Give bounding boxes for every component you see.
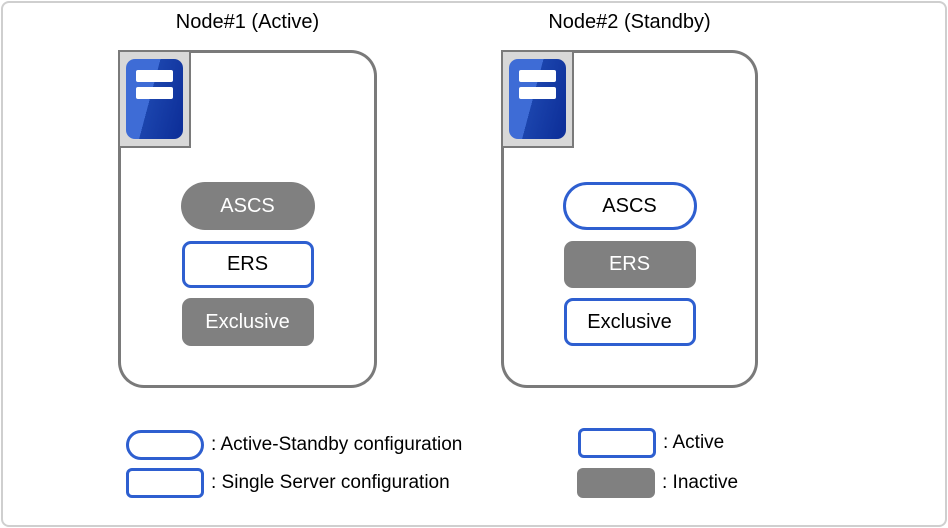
node2-service-exclusive: Exclusive [563, 298, 696, 346]
node2-box: ASCS ERS Exclusive [501, 50, 758, 388]
node2-service-ascs: ASCS [562, 182, 697, 230]
legend-item-active-standby: : Active-Standby configuration [126, 430, 462, 460]
server-slot-icon [519, 87, 556, 99]
server-icon [126, 59, 183, 139]
server-icon [509, 59, 566, 139]
legend-label: : Single Server configuration [211, 472, 450, 493]
server-slot-icon [136, 87, 173, 99]
legend-label: : Active-Standby configuration [211, 434, 463, 455]
server-slot-icon [519, 70, 556, 82]
active-swatch-icon [578, 428, 656, 458]
service-label: Exclusive [587, 310, 672, 333]
legend-label: : Inactive [662, 472, 739, 493]
service-label: ASCS [220, 194, 275, 217]
stadium-swatch-icon [126, 430, 204, 460]
service-label: Exclusive [205, 310, 290, 333]
node1-service-exclusive: Exclusive [181, 298, 314, 346]
service-label: ERS [226, 253, 269, 275]
server-chip [501, 50, 574, 148]
inactive-swatch-icon [577, 468, 655, 498]
service-label: ERS [608, 253, 651, 275]
server-chip [118, 50, 191, 148]
node1-service-ascs: ASCS [180, 182, 315, 230]
node1-service-ers: ERS [181, 241, 314, 288]
legend-item-inactive: : Inactive [577, 468, 738, 498]
rect-swatch-icon [126, 468, 204, 498]
legend-item-active: : Active [578, 428, 724, 458]
node1-title: Node#1 (Active) [175, 11, 320, 33]
node2-service-ers: ERS [563, 241, 696, 288]
server-slot-icon [136, 70, 173, 82]
legend-item-single-server: : Single Server configuration [126, 468, 450, 498]
service-label: ASCS [602, 194, 657, 217]
legend-label: : Active [663, 432, 725, 453]
node1-box: ASCS ERS Exclusive [118, 50, 377, 388]
node2-title: Node#2 (Standby) [548, 11, 711, 33]
